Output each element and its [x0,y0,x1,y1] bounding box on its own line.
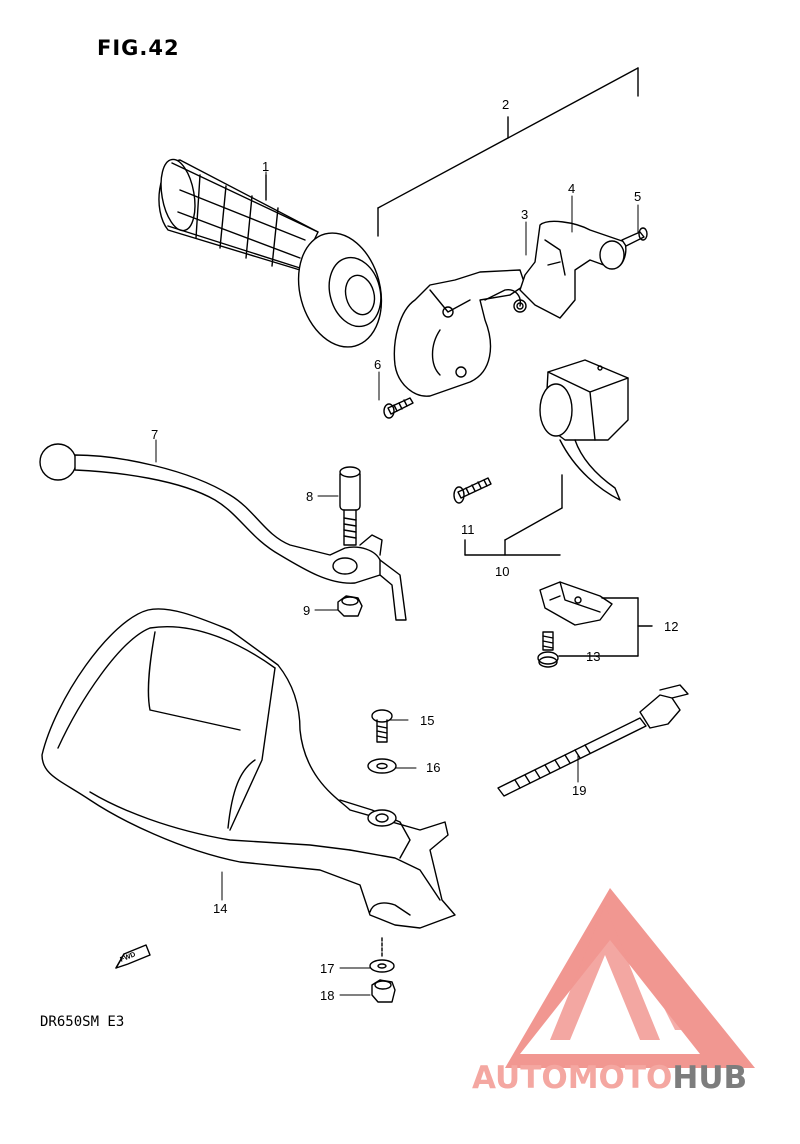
callout-16: 16 [426,760,441,775]
bracket-2 [377,67,639,237]
callout-14: 14 [213,901,228,916]
housing-cover [519,220,627,319]
callout-3: 3 [521,207,529,222]
callout-2: 2 [502,97,510,112]
pivot-bolt-8 [339,466,361,546]
callout-8: 8 [306,489,314,504]
switch-12 [539,581,653,657]
fwd-arrow-icon [115,944,151,969]
throttle-grip [158,158,383,348]
screw-11 [453,477,492,504]
hand-guard [41,608,456,929]
callout-18: 18 [320,988,335,1003]
watermark-accent-text: AUTOMOTO [472,1060,673,1096]
bracket-10 [464,539,561,556]
cable-tie-19 [497,684,689,797]
watermark-dark-text: HUB [672,1060,748,1096]
callout-13: 13 [586,649,601,664]
leader-lines [155,171,639,996]
bolt-15 [371,709,393,743]
screw-6 [383,397,414,419]
nut-9 [337,595,363,617]
nut-18 [371,979,396,1003]
model-code: DR650SM E3 [40,1014,125,1030]
callout-5: 5 [634,189,642,204]
clutch-lever [39,443,407,621]
throttle-housing [393,269,527,397]
screw-13 [537,631,559,668]
washer-16 [367,758,397,774]
callout-17: 17 [320,961,335,976]
callout-11: 11 [461,522,475,537]
callout-6: 6 [374,357,382,372]
callout-12: 12 [664,619,679,634]
washer-17 [369,937,395,973]
switch-10 [504,359,629,541]
callout-19: 19 [572,783,587,798]
callout-1: 1 [262,159,270,174]
callout-7: 7 [151,427,159,442]
callout-4: 4 [568,181,576,196]
screw-5 [621,227,648,247]
watermark-brand: AUTOMOTOHUB [472,1060,747,1096]
callout-9: 9 [303,603,311,618]
callout-10: 10 [495,564,510,579]
callout-15: 15 [420,713,435,728]
figure-label: FIG.42 [97,36,180,60]
